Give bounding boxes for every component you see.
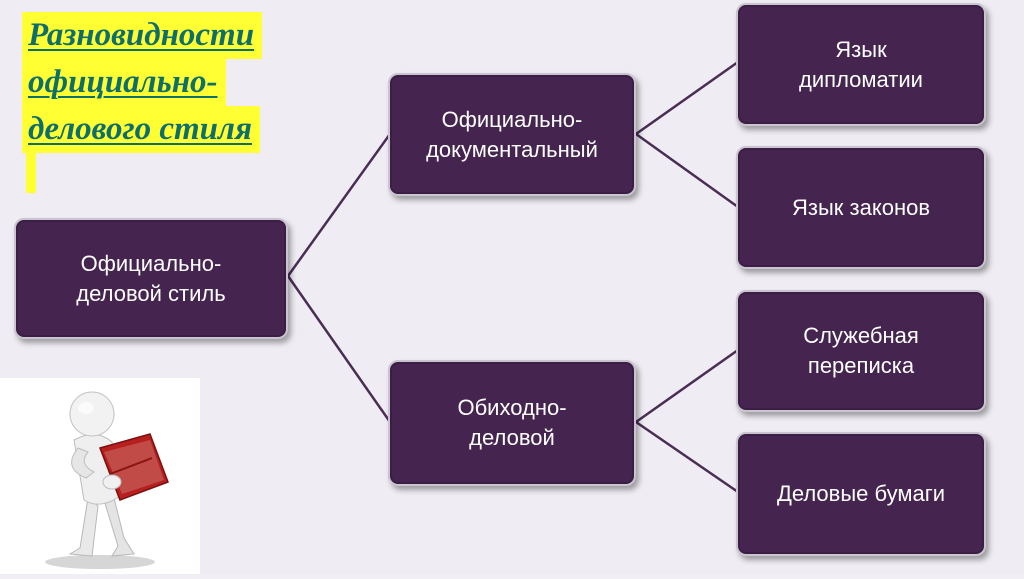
node-laws-label: Язык законов bbox=[791, 194, 931, 220]
title-line-2: официально- bbox=[22, 59, 226, 106]
node-root: Официально- деловой стиль bbox=[14, 218, 288, 339]
node-everyday-label: Обиходно- деловой bbox=[457, 395, 567, 450]
connector-everyday-papers bbox=[635, 420, 739, 494]
title-highlight-marker bbox=[26, 153, 36, 193]
node-everyday: Обиходно- деловой bbox=[388, 360, 636, 486]
title-line-1: Разновидности bbox=[22, 12, 263, 59]
node-diplomacy-label: Язык дипломатии bbox=[799, 37, 923, 92]
node-papers: Деловые бумаги bbox=[736, 432, 986, 556]
node-correspondence-label: Служебная переписка bbox=[803, 323, 919, 378]
node-documentary: Официально- документальный bbox=[388, 73, 636, 196]
node-papers-label: Деловые бумаги bbox=[776, 481, 946, 506]
node-correspondence: Служебная переписка bbox=[736, 290, 986, 412]
connector-root-documentary bbox=[286, 133, 392, 277]
slide-title: Разновидности официально- делового стиля bbox=[22, 12, 322, 207]
node-root-label: Официально- деловой стиль bbox=[76, 250, 226, 306]
person-reading-book-icon bbox=[45, 391, 169, 569]
node-documentary-label: Официально- документальный bbox=[426, 106, 598, 162]
reader-illustration bbox=[0, 378, 200, 574]
connector-root-everyday bbox=[286, 275, 392, 423]
title-line-3: делового стиля bbox=[22, 106, 260, 153]
connector-everyday-correspondence bbox=[635, 348, 739, 424]
connector-documentary-laws bbox=[635, 132, 739, 209]
node-diplomacy: Язык дипломатии bbox=[736, 3, 986, 126]
connector-documentary-diplomacy bbox=[635, 60, 739, 136]
node-laws: Язык законов bbox=[736, 146, 986, 269]
